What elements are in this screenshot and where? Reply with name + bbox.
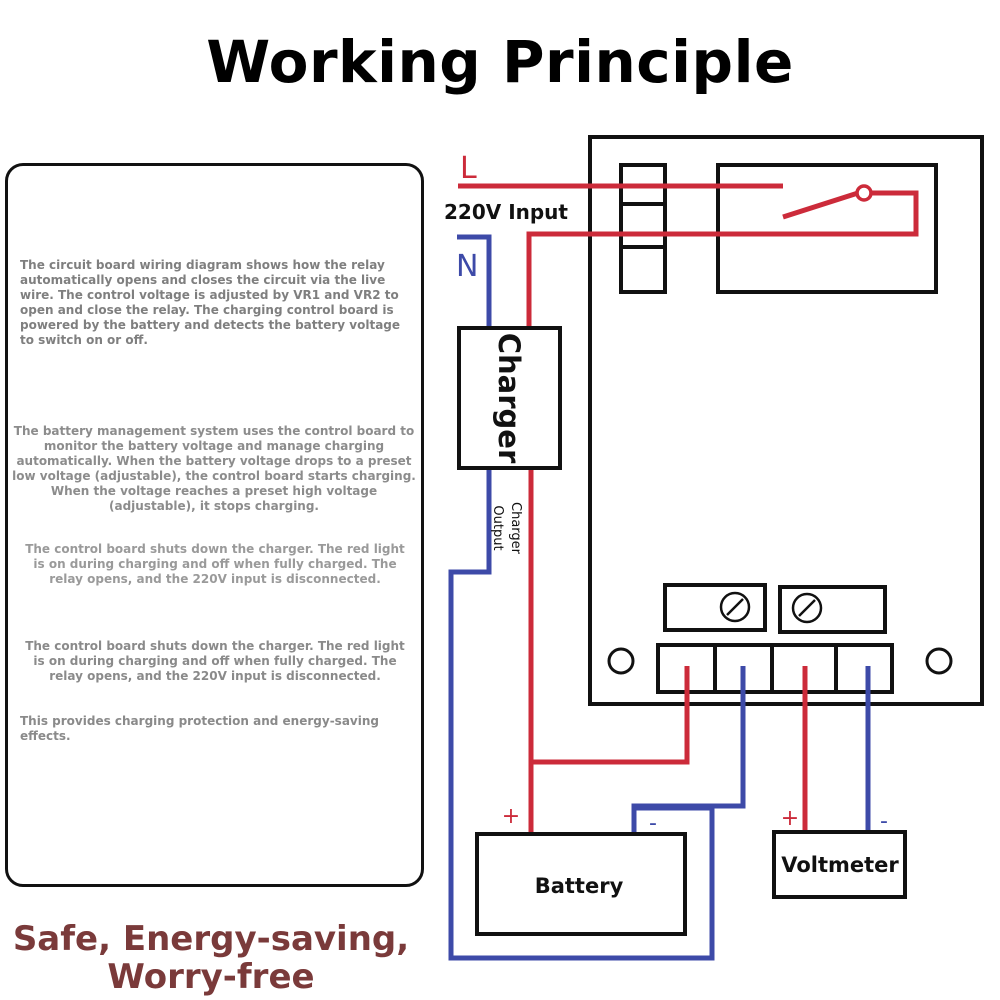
- blue-wires: [448, 234, 871, 961]
- battery-label: Battery: [535, 874, 624, 898]
- battery-box: [475, 832, 687, 936]
- mounting-hole-icon: [607, 647, 635, 675]
- charger-label: Charger: [492, 333, 526, 464]
- board-negative-wire: [631, 666, 746, 809]
- description-paragraph-2: The battery management system uses the c…: [12, 424, 416, 513]
- mounting-hole-icon: [925, 647, 953, 675]
- vr1-knob-slot: [726, 598, 744, 616]
- description-paragraph-3: The control board shuts down the charger…: [25, 542, 405, 586]
- neutral-wire: [457, 234, 492, 328]
- slogan: Safe, Energy-saving, Worry-free: [0, 920, 422, 996]
- relay-output-wire: [526, 190, 919, 328]
- relay-switch-arm: [782, 190, 859, 220]
- description-paragraph-4: The control board shuts down the charger…: [25, 639, 405, 683]
- voltmeter-box: [772, 830, 907, 899]
- vr2-box: [778, 585, 887, 634]
- neutral-label: N: [456, 249, 478, 284]
- input-label: 220V Input: [444, 200, 568, 224]
- board-positive-wire: [531, 666, 690, 765]
- description-paragraph-1: The circuit board wiring diagram shows h…: [20, 258, 401, 347]
- slogan-line-1: Safe, Energy-saving,: [12, 919, 410, 959]
- charger-output-label-2: Output: [490, 505, 505, 550]
- slogan-line-2: Worry-free: [107, 957, 315, 997]
- relay-contact-icon: [855, 184, 873, 202]
- charger-output-label: Charger: [508, 502, 523, 555]
- battery-minus-label: -: [649, 811, 657, 836]
- vr2-knob-slot: [798, 599, 816, 617]
- red-wires: [458, 183, 919, 834]
- voltmeter-label: Voltmeter: [781, 853, 899, 877]
- voltmeter-plus-label: +: [781, 806, 799, 831]
- battery-plus-label: +: [502, 804, 520, 829]
- live-label: L: [460, 151, 477, 186]
- output-terminal-block: [656, 643, 894, 694]
- charger-box: [457, 326, 562, 470]
- voltmeter-minus-label: -: [880, 809, 888, 834]
- page-title: Working Principle: [206, 28, 794, 96]
- description-paragraph-5: This provides charging protection and en…: [20, 714, 379, 743]
- description-panel: The circuit board wiring diagram shows h…: [5, 163, 424, 887]
